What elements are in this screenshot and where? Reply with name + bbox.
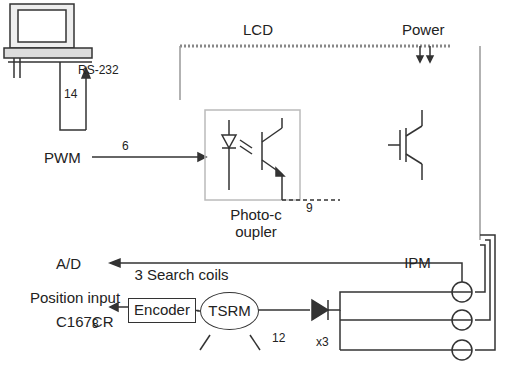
signal-label: x3: [316, 336, 329, 349]
node-text: Encoder: [134, 302, 190, 319]
signal-label: 8: [92, 318, 99, 331]
ipm-label: IPM: [402, 254, 433, 273]
signal-label: PWM: [44, 150, 81, 167]
signal-label: 6: [122, 140, 129, 153]
signal-label: 14: [64, 88, 77, 101]
signal-label: LCD: [243, 22, 273, 39]
node-text: TSRM: [208, 303, 251, 320]
signal-label: Power: [402, 22, 445, 39]
photocoupler-label: Photo-c oupler: [222, 206, 290, 241]
signal-label: RS-232: [78, 64, 119, 77]
signal-label: C167CR: [56, 314, 114, 331]
search-coil-label: 3 Search coils: [132, 266, 231, 285]
encoder-box: Encoder: [128, 298, 196, 323]
motor-circle: TSRM: [200, 292, 259, 330]
signal-label: 12: [272, 332, 285, 345]
signal-label: 9: [306, 202, 313, 215]
node-text: IPM: [404, 255, 431, 272]
node-text: 3 Search coils: [134, 267, 228, 284]
node-text: Photo-c oupler: [222, 207, 290, 240]
signal-label: Position input: [30, 290, 120, 307]
monitor: [10, 4, 74, 48]
computer-base: [4, 48, 92, 58]
signal-label: A/D: [56, 256, 81, 273]
